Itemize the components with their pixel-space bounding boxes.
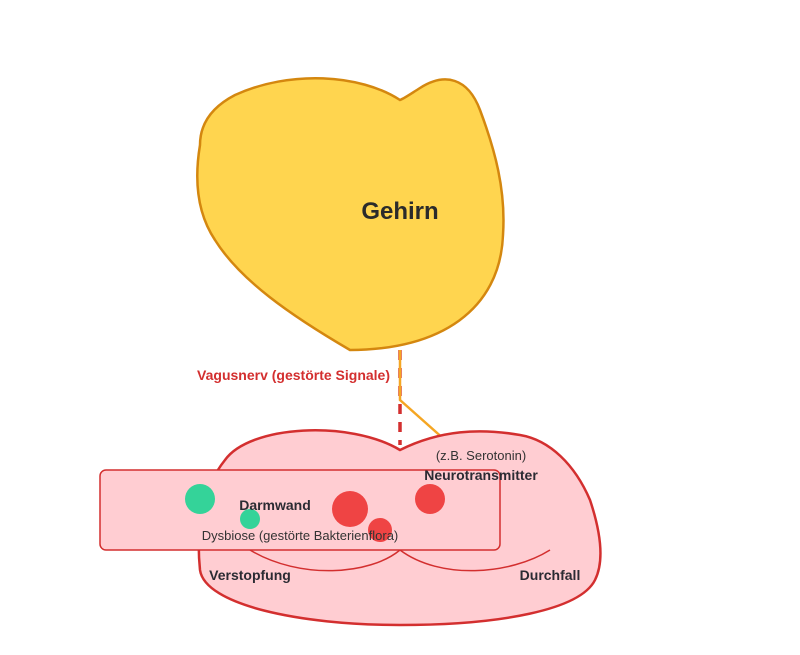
brain-shape — [196, 77, 505, 352]
brain-label: Gehirn — [361, 198, 438, 225]
neurotransmitter-example: (z.B. Serotonin) — [436, 448, 526, 463]
constipation-label: Verstopfung — [209, 567, 291, 583]
gut-fold-right — [399, 549, 551, 572]
neurotransmitter-label: Neurotransmitter — [424, 467, 538, 483]
gut-fold-left — [249, 549, 401, 572]
bad-bacterium — [332, 491, 368, 527]
dysbiosis-label: Dysbiose (gestörte Bakterienflora) — [202, 528, 399, 543]
vagus-nerve-label: Vagusnerv (gestörte Signale) — [197, 367, 390, 383]
bad-bacterium — [368, 518, 392, 542]
intestinal-wall-label: Darmwand — [239, 497, 311, 513]
diarrhea-label: Durchfall — [520, 567, 581, 583]
good-bacterium — [185, 484, 215, 514]
bad-bacterium — [415, 484, 445, 514]
good-bacterium — [240, 509, 260, 529]
